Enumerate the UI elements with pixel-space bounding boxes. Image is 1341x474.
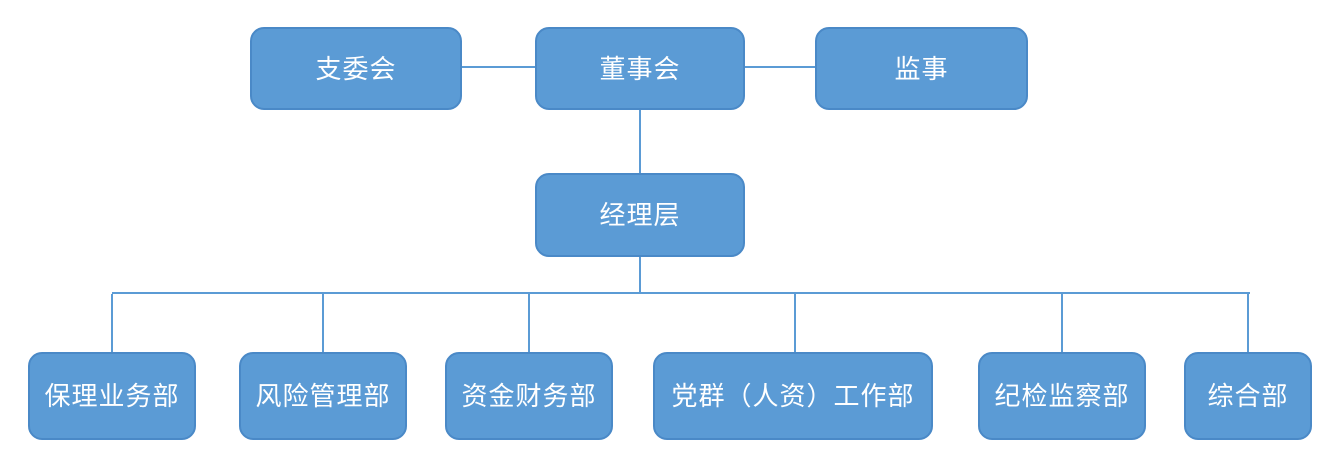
node-board-of-directors: 董事会 — [535, 27, 745, 110]
connector-zhiweihui-dongshihui — [462, 66, 535, 68]
node-treasury-finance-dept: 资金财务部 — [445, 352, 613, 440]
node-factoring-business-dept: 保理业务部 — [28, 352, 196, 440]
node-management-level: 经理层 — [535, 173, 745, 257]
connector-drop-party-hr — [794, 294, 796, 352]
connector-dongshihui-jianshi — [745, 66, 815, 68]
connector-drop-risk — [322, 294, 324, 352]
connector-jinglic-rail — [639, 257, 641, 293]
node-risk-management-dept: 风险管理部 — [239, 352, 407, 440]
node-supervisor: 监事 — [815, 27, 1028, 110]
node-party-branch-committee: 支委会 — [250, 27, 462, 110]
node-general-affairs-dept: 综合部 — [1184, 352, 1312, 440]
connector-drop-general — [1247, 294, 1249, 352]
node-party-hr-work-dept: 党群（人资）工作部 — [653, 352, 933, 440]
node-discipline-inspection-dept: 纪检监察部 — [978, 352, 1146, 440]
connector-drop-discipline — [1061, 294, 1063, 352]
connector-drop-factoring — [111, 294, 113, 352]
connector-dongshihui-jinglic — [639, 110, 641, 173]
connector-drop-treasury — [528, 294, 530, 352]
connector-rail — [112, 292, 1250, 294]
